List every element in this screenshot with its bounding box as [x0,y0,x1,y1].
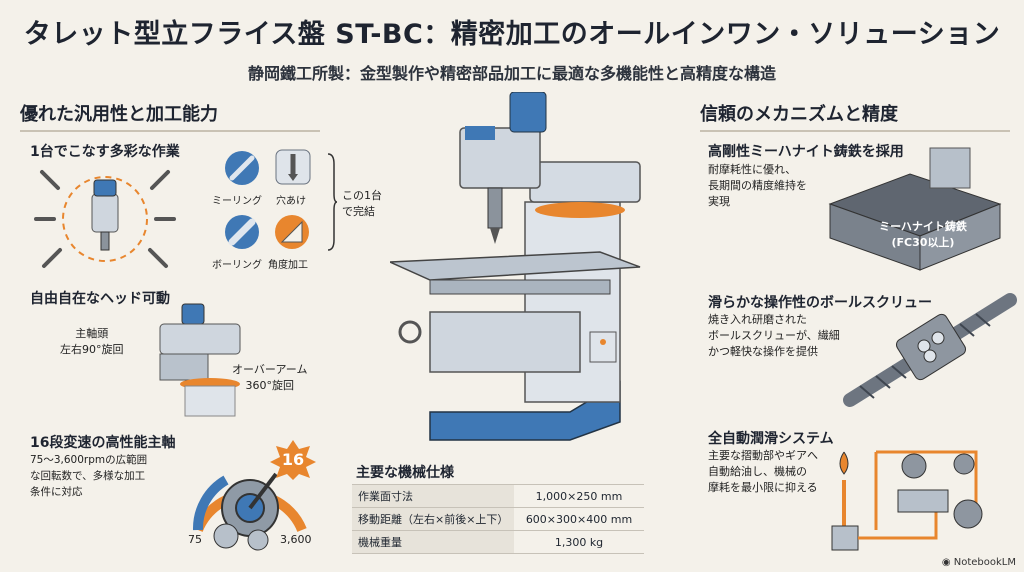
drilling-icon [275,149,311,185]
op-drilling: 穴あけ [276,196,306,207]
op-angle: 角度加工 [268,260,308,271]
milling-machine-illustration [390,92,641,441]
op-milling: ミーリング [212,196,262,207]
brand-watermark: ◉ NotebookLM [942,557,1016,568]
op-boring: ボーリング [212,260,262,271]
ball-screw-illustration [843,293,1017,407]
spindle-desc: 75～3,600rpmの広範囲 な回転数で、多様な加工 条件に対応 [30,454,148,498]
head-heading: 自由自在なヘッド可動 [30,291,170,307]
spec-key: 機械重量 [352,530,514,554]
swivel-head-illustration [159,303,241,417]
right-section-title: 信頼のメカニズムと精度 [700,100,1010,132]
spec-value: 600×300×400 mm [514,507,644,531]
spec-title: 主要な機械仕様 [356,465,454,481]
bracket-icon [327,153,338,251]
all-in-one-note: この1台 で完結 [342,189,382,218]
overarm-rotation-label: オーバーアーム 360°旋回 [232,363,308,392]
screw-desc: 焼き入れ研磨された ボールスクリューが、繊細 かつ軽快な操作を提供 [708,313,840,358]
spec-row: 作業面寸法 1,000×250 mm [352,484,644,508]
cast-desc: 耐摩耗性に優れ、 長期間の精度維持を 実現 [708,163,807,208]
speed-gauge-illustration [193,472,307,551]
versatile-heading: 1台でこなす多彩な作業 [30,144,180,160]
cast-iron-illustration [828,147,1002,271]
milling-icon [225,151,259,185]
spec-table: 作業面寸法 1,000×250 mm 移動距離（左右×前後×上下） 600×30… [352,484,644,554]
tool-ring-illustration [34,170,176,268]
cast-heading: 高剛性ミーハナイト鋳鉄を採用 [708,144,904,160]
screw-heading: 滑らかな操作性のボールスクリュー [708,295,932,311]
notebooklm-icon: ◉ [941,557,951,568]
page-title: タレット型立フライス盤 ST-BC：精密加工のオールインワン・ソリューション [23,19,1001,50]
spec-row: 機械重量 1,300 kg [352,530,644,554]
spindle-rotation-label: 主軸頭 左右90°旋回 [60,327,124,356]
spec-value: 1,000×250 mm [514,484,644,508]
spec-key: 移動距離（左右×前後×上下） [352,507,514,531]
page-subtitle: 静岡鐵工所製：金型製作や精密部品加工に最適な多機能性と高精度な構造 [247,64,776,83]
lube-heading: 全自動潤滑システム [708,431,834,447]
spec-value: 1,300 kg [514,530,644,554]
rpm-max: 3,600 [280,533,312,546]
lube-desc: 主要な摺動部やギアへ 自動給油し、機械の 摩耗を最小限に抑える [708,449,818,494]
speed-badge-value: 16 [281,450,305,469]
speed-badge-icon [270,440,316,480]
left-section-title: 優れた汎用性と加工能力 [20,100,320,132]
angle-cutting-icon [275,215,309,249]
lubrication-illustration [831,450,983,551]
spec-key: 作業面寸法 [352,484,514,508]
rpm-min: 75 [188,533,202,546]
spindle-heading: 16段変速の高性能主軸 [30,435,176,451]
spec-row: 移動距離（左右×前後×上下） 600×300×400 mm [352,507,644,531]
cast-label: ミーハナイト鋳鉄 (FC30以上) [879,220,967,249]
boring-icon [225,215,259,249]
brand-label: NotebookLM [953,557,1016,568]
